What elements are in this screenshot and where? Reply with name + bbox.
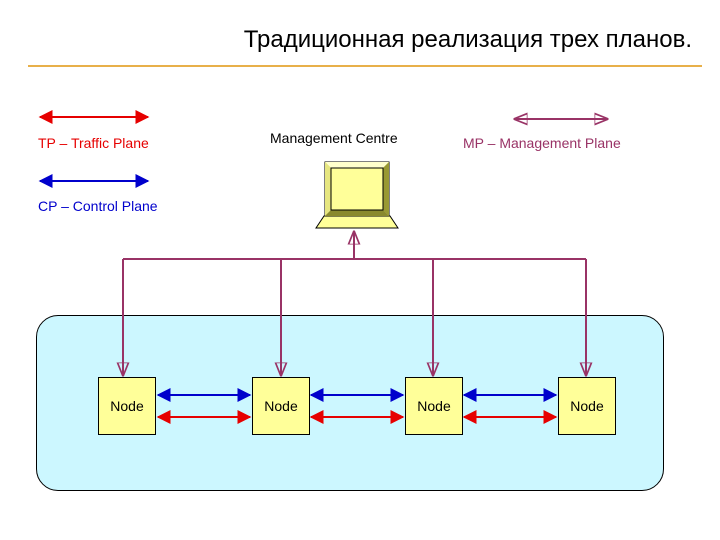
management-plane-bus [123,232,586,375]
page-title: Традиционная реализация трех планов. [243,26,692,53]
node-3: Node [405,377,463,435]
monitor-icon [315,161,399,229]
legend-tp-label: TP – Traffic Plane [38,135,149,151]
management-centre-label: Management Centre [270,130,398,146]
node-1: Node [98,377,156,435]
legend-mp-label: MP – Management Plane [463,135,621,151]
title-divider [28,65,702,67]
legend-cp-label: CP – Control Plane [38,198,158,214]
node-2: Node [252,377,310,435]
node-4: Node [558,377,616,435]
